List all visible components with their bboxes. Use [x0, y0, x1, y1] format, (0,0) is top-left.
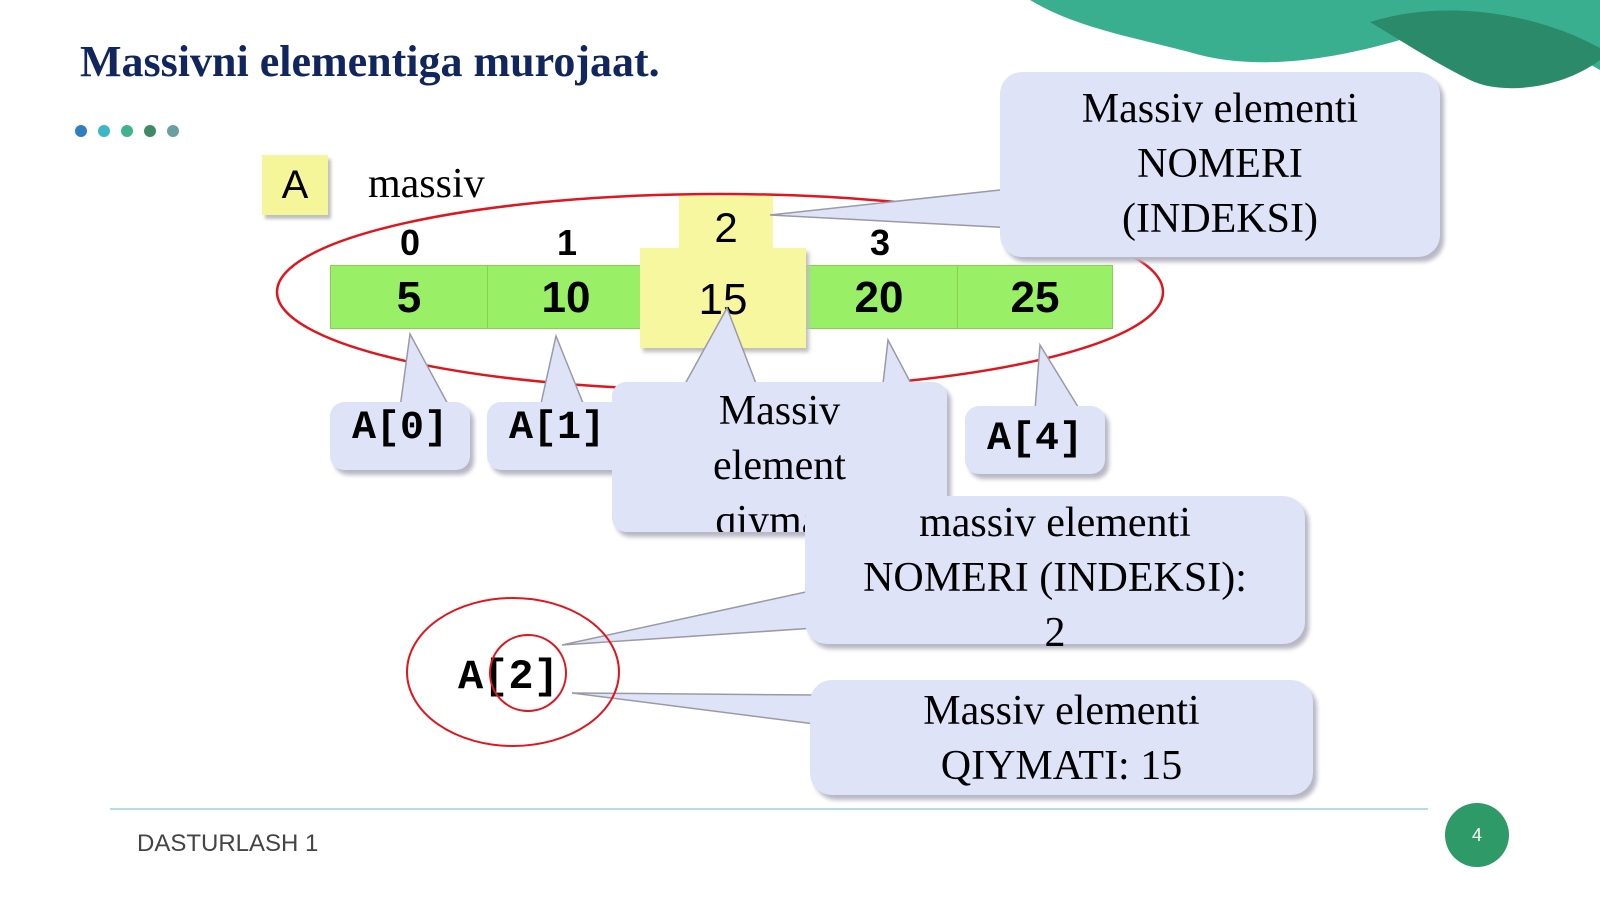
array-cell: 10: [487, 265, 645, 329]
array-cell: 20: [800, 265, 958, 329]
footer-text: DASTURLASH 1: [137, 830, 319, 857]
page-number: 4: [1445, 803, 1509, 867]
decor-dot: [167, 125, 179, 137]
callout-line: Massiv: [718, 388, 841, 434]
callout-line: NOMERI (INDEKSI):: [863, 555, 1247, 601]
decor-dot: [98, 125, 110, 137]
callout-a4: A[4]: [965, 406, 1105, 474]
slide-title: Massivni elementiga murojaat.: [80, 37, 660, 86]
decor-dot: [144, 125, 156, 137]
callout-line: massiv elementi: [919, 500, 1191, 546]
index-label: 1: [556, 222, 578, 263]
callout-line: (INDEKSI): [1122, 196, 1318, 242]
index-label: 3: [869, 222, 891, 263]
array-cell: 5: [330, 265, 488, 329]
callout-line: QIYMATI: 15: [940, 743, 1183, 789]
callout-line: NOMERI: [1137, 141, 1303, 187]
decor-dot: [75, 125, 87, 137]
array-name-box: A: [262, 155, 328, 215]
callout-line: 2: [1044, 610, 1066, 656]
callout-a0: A[0]: [330, 402, 470, 470]
array-cell: 25: [957, 265, 1113, 329]
footer-divider: [110, 808, 1428, 810]
callout-a1: A[1]: [487, 402, 627, 470]
a2-expression: A[2]: [458, 653, 559, 701]
callout-element-index: Massiv elementi NOMERI (INDEKSI): [1000, 72, 1440, 257]
array-label: massiv: [368, 161, 485, 207]
decor-dot: [121, 125, 133, 137]
callout-line: Massiv elementi: [923, 688, 1200, 734]
index-label: 0: [399, 222, 421, 263]
callout-index-detail: massiv elementi NOMERI (INDEKSI): 2: [805, 496, 1305, 656]
callout-value-detail: Massiv elementi QIYMATI: 15: [810, 680, 1313, 795]
callout-line: element: [713, 443, 846, 489]
callout-line: Massiv elementi: [1081, 86, 1359, 132]
